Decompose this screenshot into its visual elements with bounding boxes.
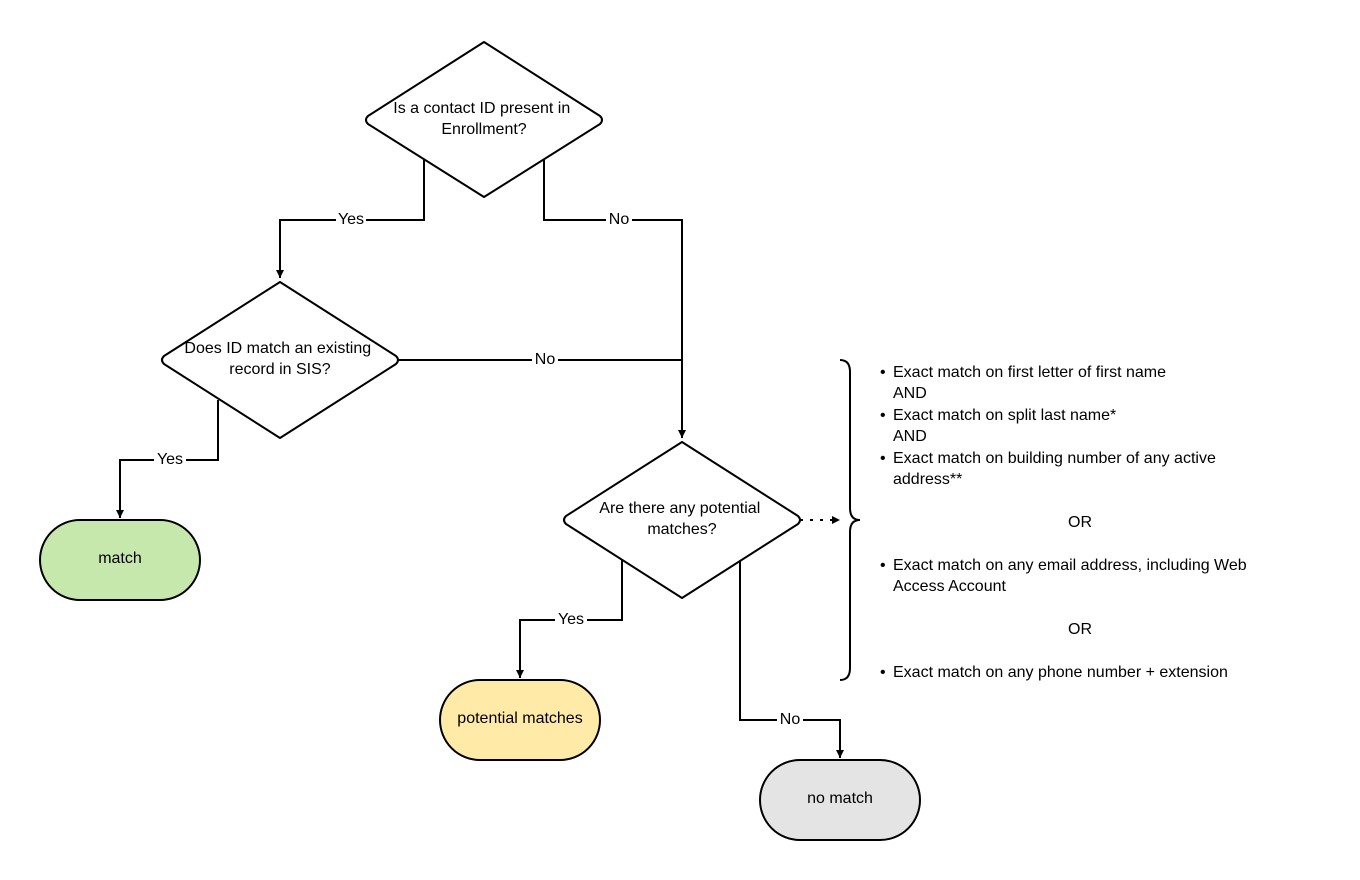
criteria-item-email: Exact match on any email address, includ… bbox=[880, 555, 1293, 598]
edge-label-id-yes: Yes bbox=[157, 451, 183, 468]
decision-potential-line2: matches? bbox=[647, 521, 716, 538]
terminal-nomatch-label: no match bbox=[807, 790, 873, 807]
criteria-spacer bbox=[880, 490, 1300, 511]
criteria-spacer bbox=[880, 533, 1300, 554]
decision-id-line1: Does ID match an existing bbox=[184, 340, 371, 357]
edge-label-bg bbox=[336, 208, 366, 230]
edge-label-bg bbox=[555, 608, 587, 630]
edge-contact-no bbox=[543, 160, 686, 438]
decision-potential-line1: Are there any potential bbox=[599, 500, 760, 517]
edge-label-bg bbox=[777, 708, 803, 730]
edge-label-bg bbox=[154, 448, 186, 470]
criteria-spacer bbox=[880, 640, 1300, 661]
criteria-conjunction-and: AND bbox=[893, 428, 927, 446]
decision-id-line2: record in SIS? bbox=[229, 361, 330, 378]
terminal-potential-label: potential matches bbox=[457, 710, 582, 727]
terminal-match-label: match bbox=[98, 550, 142, 567]
criteria-conjunction-and: AND bbox=[893, 385, 927, 403]
criteria-item-building-number: Exact match on building number of any ac… bbox=[880, 448, 1273, 491]
criteria-item-first-letter: Exact match on first letter of first nam… bbox=[880, 362, 1300, 384]
edge-labels: Yes No No Yes Yes No bbox=[154, 208, 803, 730]
criteria-or-2: OR bbox=[1068, 620, 1092, 638]
terminal-potential-matches: potential matches bbox=[439, 679, 601, 761]
edge-label-bg bbox=[606, 208, 632, 230]
edge-label-bg bbox=[532, 348, 558, 370]
decision-potential-matches: Are there any potential matches? bbox=[563, 441, 801, 599]
svg-text:Does ID match an existing: Does ID match an existing record in SIS? bbox=[184, 340, 375, 378]
decision-contact-line1: Is a contact ID present in bbox=[393, 100, 570, 117]
edge-label-contact-yes: Yes bbox=[338, 211, 364, 228]
terminal-no-match: no match bbox=[759, 759, 921, 841]
criteria-item-last-name: Exact match on split last name* bbox=[880, 405, 1300, 427]
terminal-match: match bbox=[39, 519, 201, 601]
connectors bbox=[116, 160, 844, 758]
edge-label-potential-yes: Yes bbox=[558, 611, 584, 628]
decision-id-match-sis: Does ID match an existing record in SIS? bbox=[161, 281, 399, 439]
edge-label-id-no: No bbox=[535, 351, 556, 368]
svg-text:Is a contact ID present in: Is a contact ID present in Enrollment? bbox=[393, 100, 574, 138]
decision-contact-line2: Enrollment? bbox=[441, 121, 526, 138]
edge-label-potential-no: No bbox=[780, 711, 801, 728]
criteria-list: Exact match on first letter of first nam… bbox=[880, 362, 1300, 683]
edge-label-contact-no: No bbox=[609, 211, 630, 228]
criteria-or-1: OR bbox=[1068, 513, 1092, 531]
criteria-item-phone: Exact match on any phone number + extens… bbox=[880, 662, 1300, 684]
criteria-spacer bbox=[880, 597, 1300, 618]
criteria-brace bbox=[839, 359, 861, 681]
svg-text:Are there any potential: Are there any potential matches? bbox=[599, 500, 764, 538]
decision-contact-id-present: Is a contact ID present in Enrollment? bbox=[365, 41, 603, 198]
